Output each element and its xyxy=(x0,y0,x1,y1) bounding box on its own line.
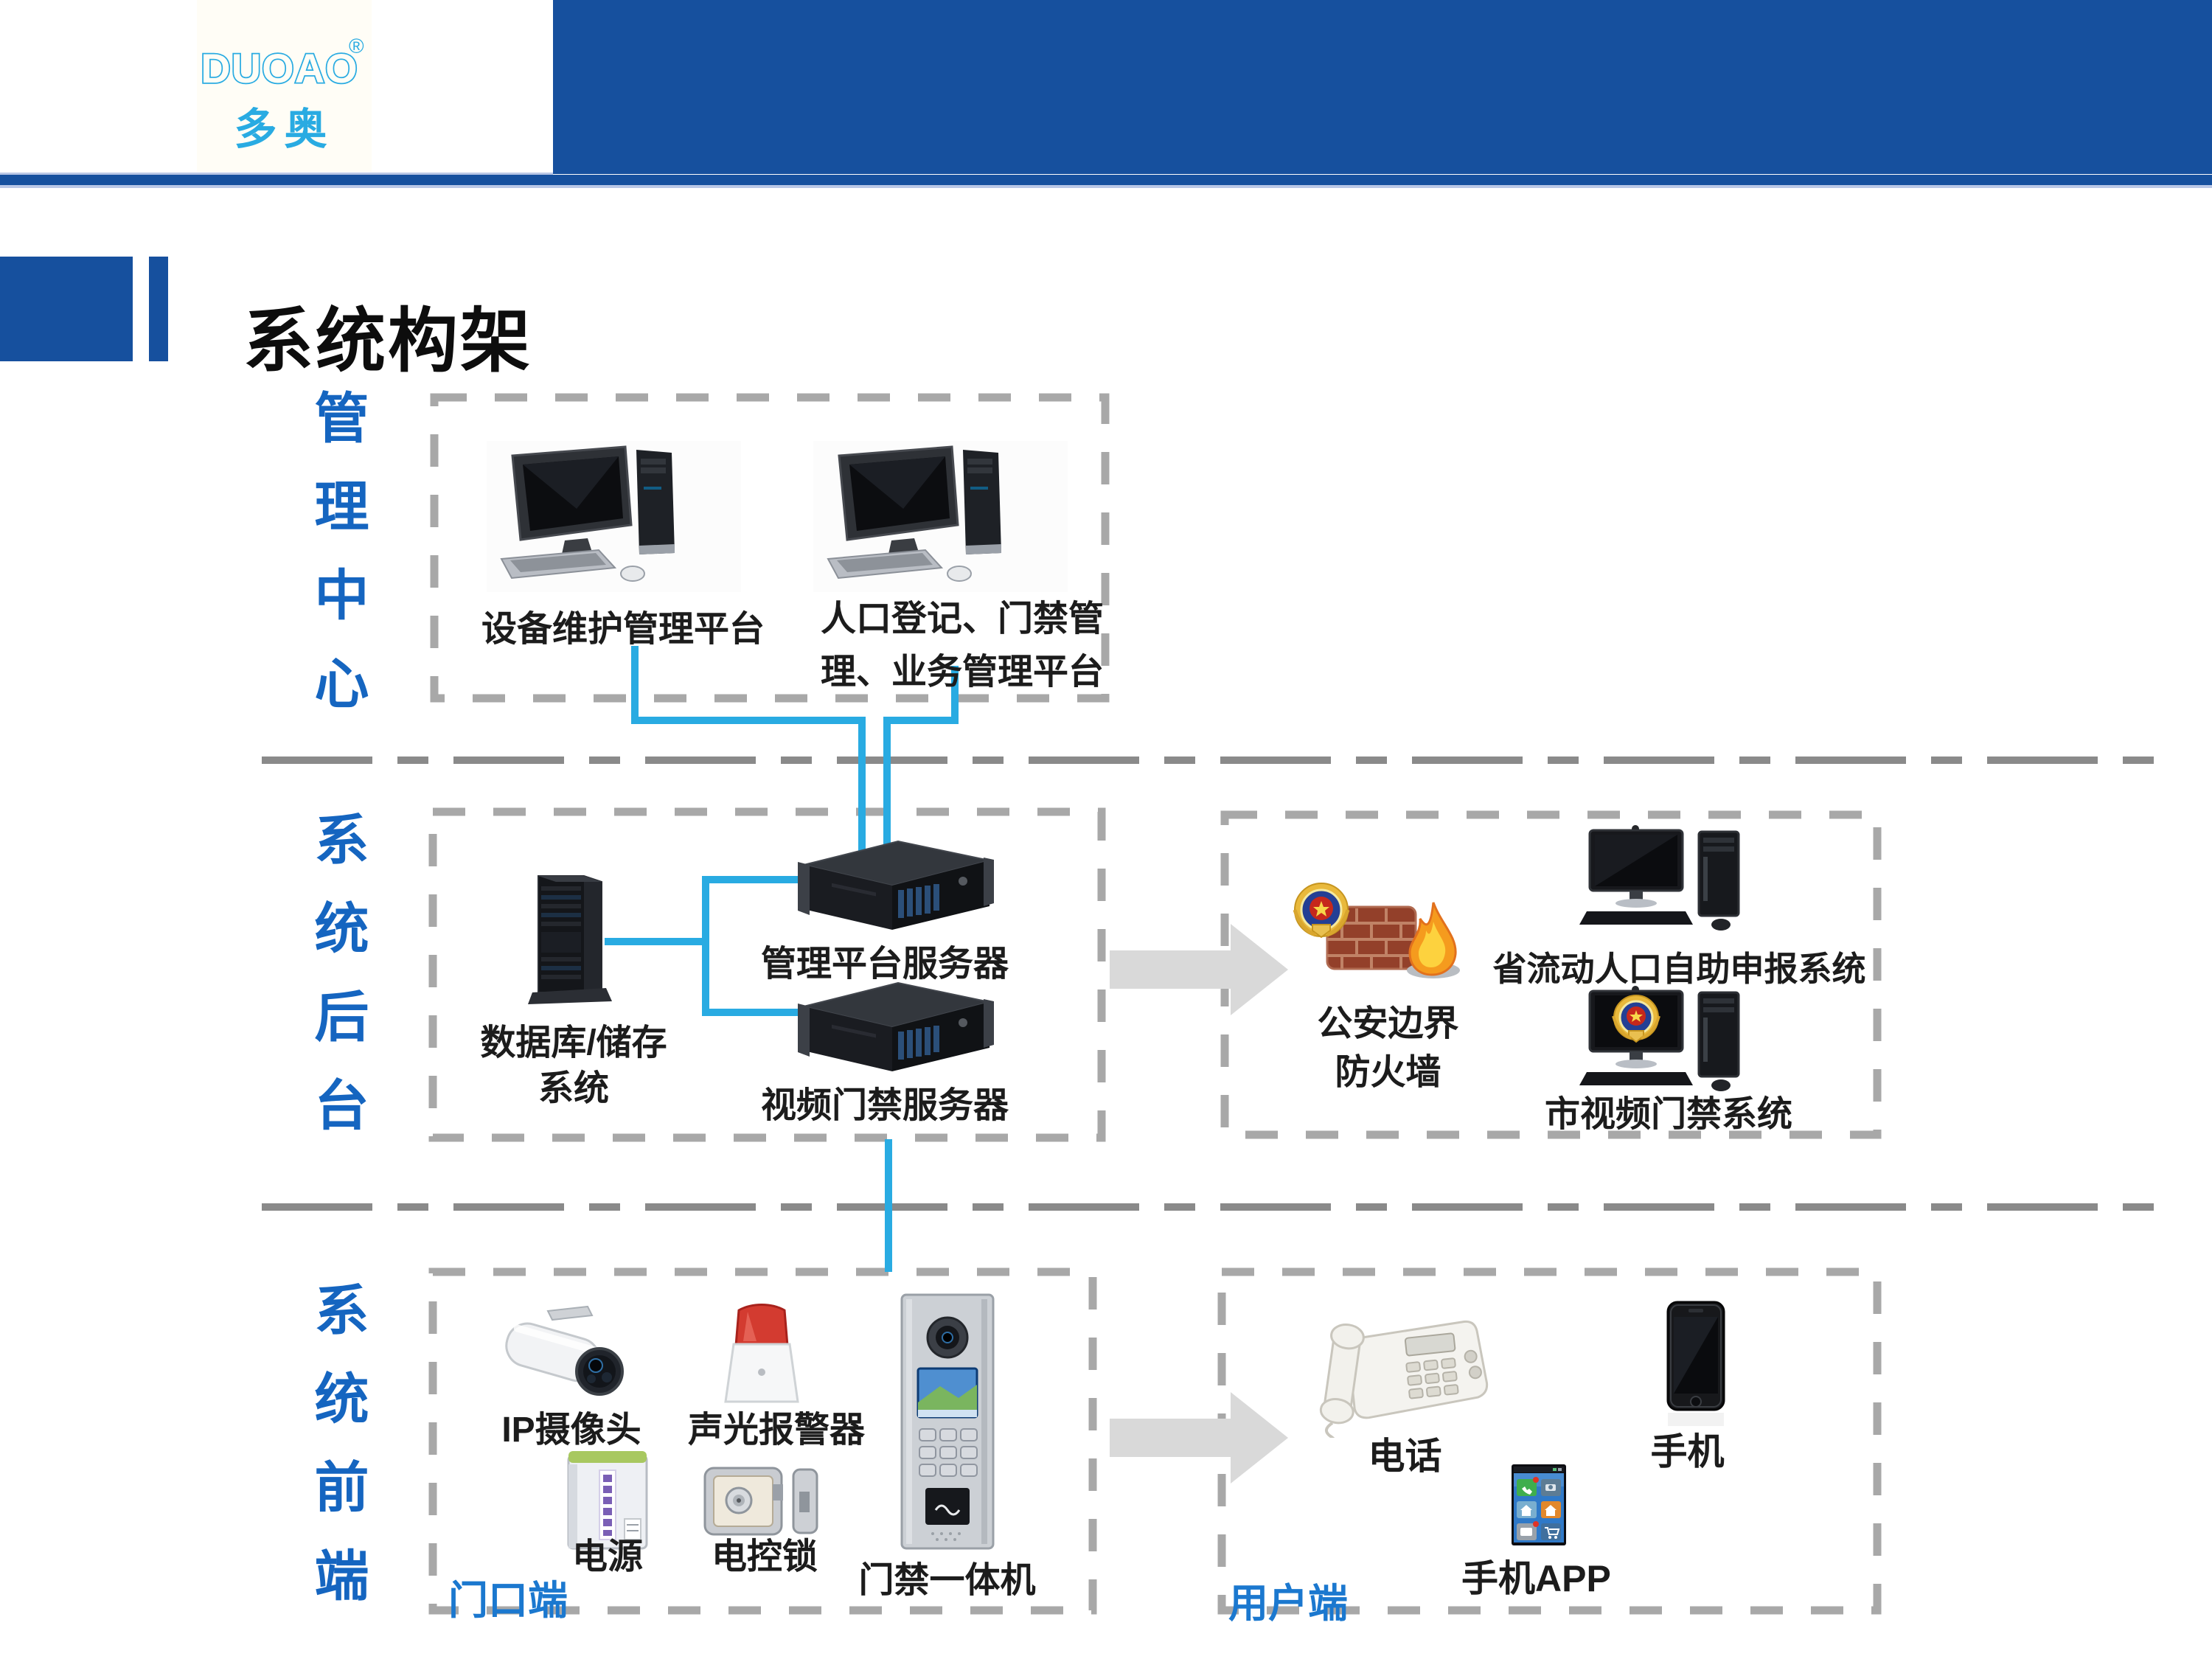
mgmt-server-label: 管理平台服务器 xyxy=(760,945,1009,984)
phone-cord xyxy=(1324,1422,1338,1438)
card-reader xyxy=(925,1488,970,1525)
camera-label: IP摄像头 xyxy=(501,1411,641,1450)
phone-handset xyxy=(1319,1324,1365,1425)
frontend-box xyxy=(428,1267,1097,1615)
registration-platform-label: 人口登记、门禁管 理、业务管理平台 xyxy=(789,593,1135,699)
arrow-backend-to-police-body xyxy=(1110,950,1231,989)
backend-box xyxy=(428,807,1106,1142)
phone-keypad xyxy=(1405,1357,1459,1399)
connector-platform2-v xyxy=(951,666,959,724)
firewall-line2: 防火墙 xyxy=(1335,1053,1441,1092)
tower-server-icon xyxy=(528,875,612,1004)
logo-box: DUOAO ® 多奥 xyxy=(197,0,372,172)
connector-database-h xyxy=(605,938,708,945)
telephone-label: 电话 xyxy=(1368,1436,1442,1477)
mouse xyxy=(1711,919,1731,931)
separator-line-1 xyxy=(262,757,2179,764)
connector-trunk-to-server2 xyxy=(702,1009,798,1016)
home-button xyxy=(1690,1396,1702,1408)
arrow-frontend-to-user-head xyxy=(1231,1392,1288,1484)
separator-line-2 xyxy=(262,1203,2179,1211)
police-badge xyxy=(1293,883,1350,939)
registration-platform-line1: 人口登记、门禁管 xyxy=(820,599,1104,639)
keyboard xyxy=(1579,911,1693,925)
arrow-backend-to-police-head xyxy=(1231,924,1288,1015)
registered-mark: ® xyxy=(349,35,364,58)
connector-platform1-h xyxy=(631,717,866,724)
mobile-phone-icon xyxy=(1628,1298,1762,1429)
desktop-computer-front-icon xyxy=(1576,824,1762,935)
header-strip xyxy=(0,175,2212,185)
desktop-computer-icon xyxy=(487,441,741,592)
firewall-line1: 公安边界 xyxy=(1317,1004,1459,1043)
tower xyxy=(1697,830,1740,917)
app-label: 手机APP xyxy=(1461,1558,1611,1599)
connector-platform2-down xyxy=(883,717,891,860)
database-line2: 系统 xyxy=(538,1069,609,1108)
rack-server-icon xyxy=(798,840,994,930)
city-system-label: 市视频门禁系统 xyxy=(1544,1095,1792,1134)
user-side-tag: 用户端 xyxy=(1228,1582,1348,1626)
connector-platform1-v xyxy=(631,646,639,720)
province-system-label: 省流动人口自助申报系统 xyxy=(1492,950,1866,988)
ip-camera-icon xyxy=(505,1305,624,1396)
connector-platform2-h xyxy=(883,717,959,724)
page-title: 系统构架 xyxy=(243,302,533,380)
section-label-frontend: 系统前端 xyxy=(307,1281,368,1635)
mobile-app-screenshot-icon xyxy=(1512,1464,1566,1545)
tower xyxy=(636,450,675,554)
arrow-frontend-to-user-body xyxy=(1110,1419,1231,1457)
mobile-label: 手机 xyxy=(1650,1431,1725,1472)
section-label-management: 管理中心 xyxy=(307,389,368,743)
panel-keypad xyxy=(919,1428,978,1477)
access-machine-label: 门禁一体机 xyxy=(858,1561,1036,1600)
app-tiles xyxy=(1517,1477,1561,1540)
panel-body xyxy=(900,1293,995,1550)
database-line1: 数据库/储存 xyxy=(480,1023,667,1062)
access-control-panel-icon xyxy=(900,1293,995,1550)
camera-lens xyxy=(588,1358,603,1373)
electric-lock-icon xyxy=(703,1467,818,1536)
mouse xyxy=(620,566,645,582)
telephone-icon xyxy=(1319,1320,1489,1438)
power-label: 电源 xyxy=(571,1537,643,1576)
title-accent-bar xyxy=(149,257,168,361)
power-supply-icon xyxy=(567,1451,648,1550)
title-accent-square xyxy=(0,257,133,361)
speaker-holes xyxy=(931,1532,961,1541)
phone-display xyxy=(1404,1332,1456,1357)
video-server-label: 视频门禁服务器 xyxy=(760,1086,1009,1125)
desktop-computer-badge-icon xyxy=(1576,985,1762,1096)
firewall-icon xyxy=(1293,883,1460,978)
header-strip-topline xyxy=(0,173,553,175)
connector-trunk-to-server1 xyxy=(702,876,798,883)
section-label-backend: 系统后台 xyxy=(307,811,368,1165)
device-platform-label: 设备维护管理平台 xyxy=(481,610,765,649)
connector-platform1-down xyxy=(858,717,866,858)
strobe-alarm-icon xyxy=(724,1304,799,1403)
alarm-label: 声光报警器 xyxy=(687,1411,865,1450)
header-banner xyxy=(553,0,2212,174)
lock-label: 电控锁 xyxy=(711,1537,818,1576)
header-strip-underline xyxy=(0,185,2212,188)
brand-logo-chinese: 多奥 xyxy=(234,105,335,153)
police-badge xyxy=(1612,995,1660,1043)
brand-logo-icon: DUOAO ® xyxy=(200,35,364,93)
brand-logo-text: DUOAO xyxy=(201,45,358,91)
connector-backend-to-frontend xyxy=(885,1139,892,1272)
desktop-computer-icon xyxy=(813,441,1068,592)
database-label: 数据库/储存 系统 xyxy=(441,1020,706,1112)
firewall-label: 公安边界 防火墙 xyxy=(1276,1000,1500,1097)
connector-backend-trunk xyxy=(702,876,709,1016)
registration-platform-line2: 理、业务管理平台 xyxy=(820,653,1104,692)
door-side-tag: 门口端 xyxy=(448,1579,568,1623)
rack-server-icon xyxy=(798,981,994,1071)
